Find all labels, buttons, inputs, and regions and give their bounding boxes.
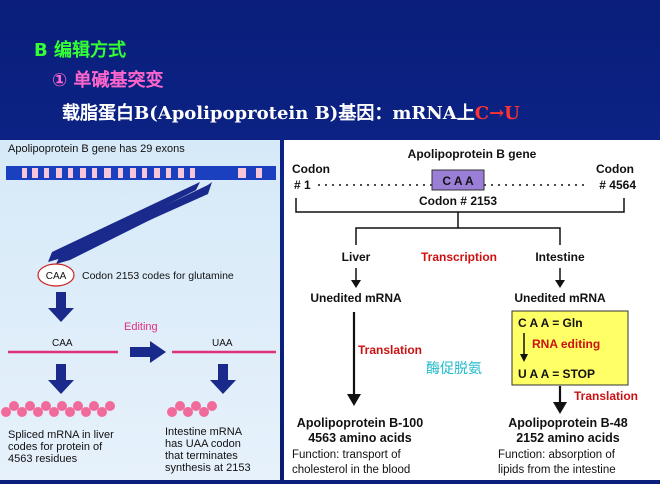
function-right-line1: Function: absorption of [498, 449, 616, 461]
apob100-name: Apolipoprotein B-100 [297, 416, 423, 430]
arrow-to-unedited-left [351, 268, 361, 288]
slide-heading: 载脂蛋白B(Apolipoprotein B)基因：mRNA上C→U [62, 99, 520, 125]
exon-bar [6, 166, 276, 180]
apob48-length: 2152 amino acids [516, 431, 620, 445]
codon-left-number: # 1 [294, 178, 311, 192]
caa-bubble [37, 263, 75, 287]
right-diagram-panel: Apolipoprotein B gene Codon # 1 Codon # … [284, 140, 660, 480]
arrow-to-unedited-right [555, 268, 565, 288]
intestine-label: Intestine [535, 250, 585, 264]
subsection-title: ① 单碱基突变 [52, 70, 164, 91]
protein-chain-long [1, 401, 115, 417]
codon-left-label: Codon [292, 162, 330, 176]
codon-2153-label: Codon # 2153 [419, 194, 497, 208]
rna-editing-box [511, 310, 629, 386]
editing-label: Editing [124, 321, 158, 333]
caa-line-label: CAA [52, 338, 73, 349]
left-diagram-panel: CAA Codon 2153 codes for glutamine Editi… [0, 140, 280, 480]
liver-note: Spliced mRNA in liver codes for protein … [8, 429, 114, 465]
gene-caption: Apolipoprotein B gene has 29 exons [8, 143, 185, 155]
translation-label-left: Translation [358, 343, 422, 357]
caa-bubble-label: CAA [46, 271, 67, 282]
liver-note-line: Spliced mRNA in liver [8, 429, 114, 441]
down-arrow-intestine [210, 364, 236, 394]
liver-label: Liver [342, 250, 371, 264]
translation-arrow-left [347, 312, 361, 406]
uaa-line-label: UAA [212, 338, 233, 349]
intestine-note-line: synthesis at 2153 [165, 462, 251, 474]
down-arrow-liver [48, 364, 74, 394]
editing-down-arrow [520, 333, 528, 362]
uaa-stop-label: U A A = STOP [518, 367, 595, 381]
protein-chain-short [167, 401, 217, 417]
codon-note: Codon 2153 codes for glutamine [82, 270, 234, 282]
enzyme-label: 酶促脱氨 [426, 360, 482, 376]
transcription-label: Transcription [421, 250, 497, 264]
unedited-mrna-left: Unedited mRNA [310, 291, 402, 305]
function-right-line2: lipids from the intestine [498, 464, 616, 476]
function-left-line2: cholesterol in the blood [292, 464, 410, 476]
split-branch [355, 227, 561, 245]
apob100-length: 4563 amino acids [308, 431, 412, 445]
translation-label-right: Translation [574, 389, 638, 403]
right-diagram-svg: Apolipoprotein B gene Codon # 1 Codon # … [292, 147, 638, 476]
left-diagram-svg: CAA Codon 2153 codes for glutamine Editi… [1, 166, 276, 417]
intestine-note: Intestine mRNA has UAA codon that termin… [165, 426, 251, 474]
unedited-mrna-right: Unedited mRNA [514, 291, 606, 305]
zoom-arrow [48, 182, 212, 264]
down-arrow [48, 292, 74, 322]
intestine-note-line: that terminates [165, 450, 238, 462]
heading-highlight: C→U [474, 103, 520, 124]
codon-right-number: # 4564 [599, 178, 636, 192]
section-title: B 编辑方式 [34, 40, 126, 61]
editing-arrow [130, 341, 166, 363]
caa-codon-label: C A A [442, 174, 474, 188]
liver-note-line: codes for protein of [8, 441, 103, 453]
function-left-line1: Function: transport of [292, 449, 401, 461]
rna-editing-label: RNA editing [532, 337, 600, 351]
heading-text: 载脂蛋白B(Apolipoprotein B)基因：mRNA上 [62, 103, 475, 124]
translation-arrow-right [553, 386, 567, 414]
gene-bracket [295, 198, 625, 213]
caa-gln-label: C A A = Gln [518, 316, 583, 330]
codon-right-label: Codon [596, 162, 634, 176]
liver-note-line: 4563 residues [8, 453, 78, 465]
intestine-note-line: has UAA codon [165, 438, 241, 450]
intestine-note-line: Intestine mRNA [165, 426, 243, 438]
gene-title: Apolipoprotein B gene [408, 147, 537, 161]
caa-codon-box [431, 169, 485, 191]
apob48-name: Apolipoprotein B-48 [508, 416, 627, 430]
